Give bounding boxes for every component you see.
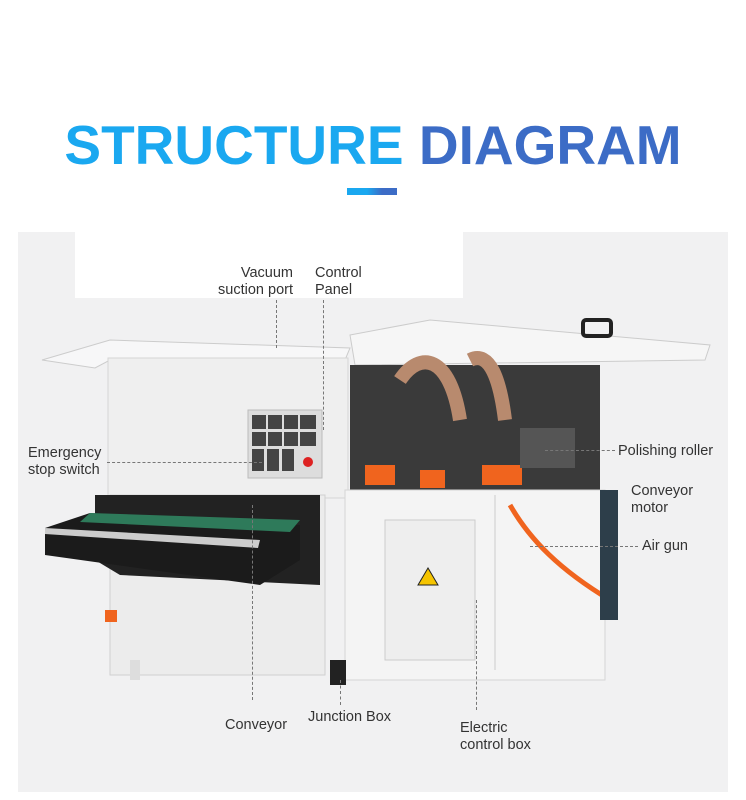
title-structure: STRUCTURE — [64, 114, 404, 176]
label-junction-box: Junction Box — [308, 709, 392, 725]
label-control-panel: Control Panel — [315, 265, 362, 299]
air-gun-hose — [507, 503, 612, 603]
label-line: Conveyor — [631, 483, 694, 499]
label-line: motor — [631, 500, 669, 516]
label-emergency-stop-switch: Emergency stop switch — [28, 445, 101, 479]
label-line: Electric — [460, 720, 508, 736]
label-polishing-roller: Polishing roller — [618, 443, 714, 459]
title-diagram: DIAGRAM — [418, 114, 682, 176]
label-conveyor-motor: Conveyor motor — [631, 483, 693, 517]
page-title: STRUCTURE DIAGRAM — [0, 112, 746, 178]
label-line: Vacuum — [240, 265, 293, 281]
electric-control-box — [384, 519, 476, 661]
leader-air-gun — [530, 546, 638, 547]
leader-junction — [340, 680, 341, 705]
title-underline — [347, 188, 397, 195]
leader-vacuum — [276, 300, 277, 348]
label-line: suction port — [218, 282, 293, 298]
leader-polishing — [545, 450, 615, 451]
label-background — [75, 232, 463, 298]
conveyor-belt — [80, 513, 300, 532]
conveyor-bed — [45, 513, 300, 585]
label-air-gun: Air gun — [642, 538, 688, 554]
leader-control-panel — [323, 300, 324, 430]
leader-emergency — [107, 462, 262, 463]
label-electric-control-box: Electric control box — [460, 720, 531, 754]
label-vacuum-suction-port: Vacuum suction port — [200, 265, 293, 299]
junction-box — [330, 660, 346, 685]
label-line: Panel — [315, 282, 353, 298]
emergency-stop-button — [303, 457, 313, 467]
label-line: Control — [315, 265, 362, 281]
label-line: stop switch — [28, 462, 100, 478]
right-lid — [349, 319, 711, 366]
leader-conveyor — [252, 505, 253, 700]
label-line: control box — [460, 737, 531, 753]
label-line: Emergency — [28, 445, 102, 461]
conveyor-motor — [600, 490, 618, 620]
lid-handle — [581, 318, 613, 338]
label-conveyor: Conveyor — [225, 717, 288, 733]
leader-electric — [476, 600, 477, 710]
